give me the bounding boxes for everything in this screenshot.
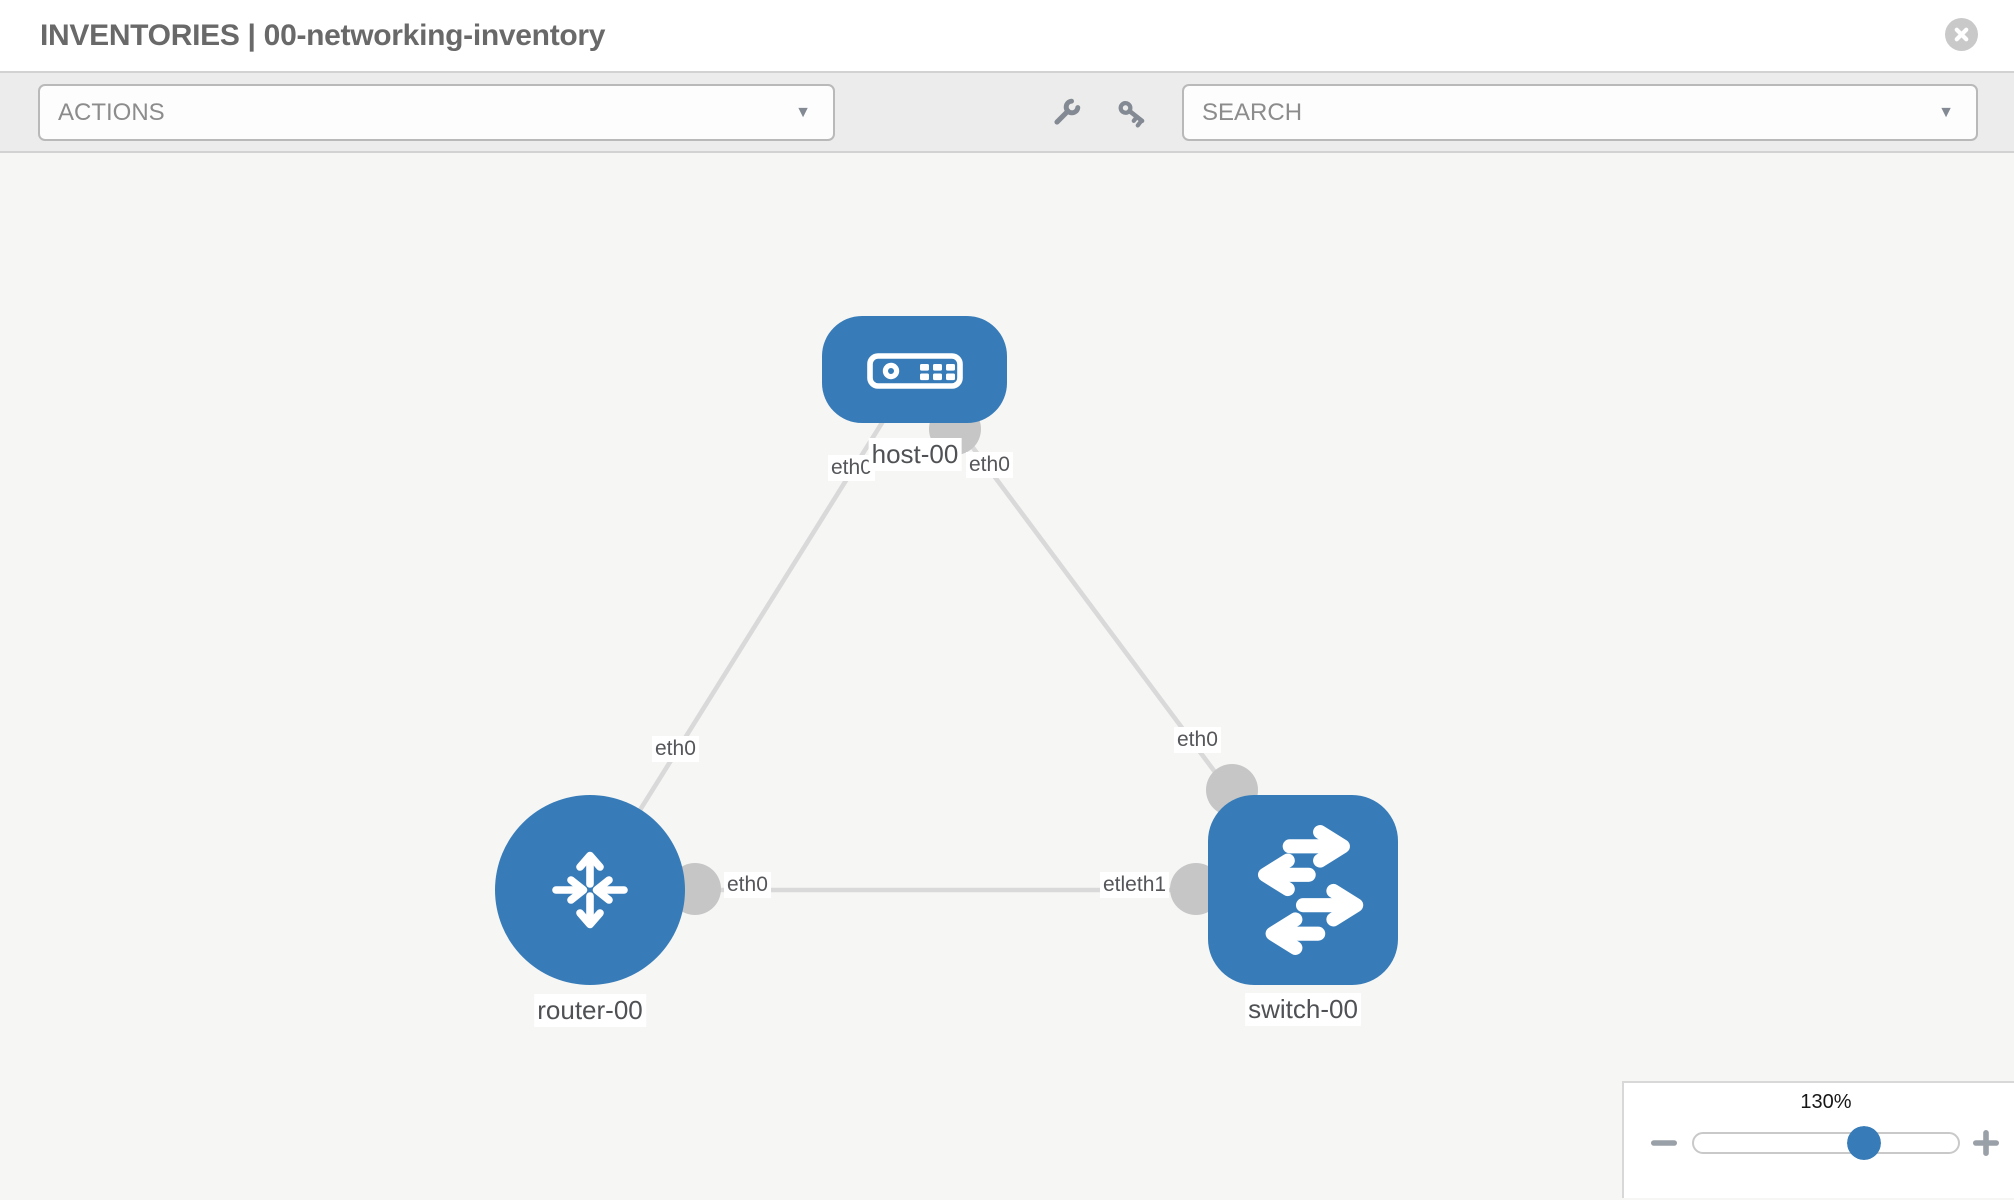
minus-icon xyxy=(1651,1140,1677,1146)
router-node-shape[interactable] xyxy=(495,795,685,985)
iface-label-host-left: eth0 xyxy=(828,455,875,481)
router-icon xyxy=(552,851,628,929)
iface-label-router-switch-right: etleth1 xyxy=(1100,872,1170,898)
chevron-down-icon: ▼ xyxy=(1938,103,1954,121)
iface-label-host-switch: eth0 xyxy=(1174,727,1221,753)
iface-label-router-switch-left: eth0 xyxy=(724,872,771,898)
node-host-00[interactable] xyxy=(822,316,1007,423)
switch-node-shape[interactable] xyxy=(1208,795,1398,985)
page-title: INVENTORIES | 00-networking-inventory xyxy=(40,19,606,52)
node-label-router-00: router-00 xyxy=(534,994,646,1027)
topology-svg xyxy=(495,316,1398,985)
zoom-out-button[interactable] xyxy=(1644,1123,1684,1163)
configure-button[interactable] xyxy=(1042,89,1090,137)
close-button[interactable] xyxy=(1945,18,1978,51)
plus-icon xyxy=(1973,1130,1999,1156)
search-dropdown[interactable]: SEARCH ▼ xyxy=(1182,84,1978,141)
node-label-switch-00: switch-00 xyxy=(1245,993,1361,1026)
zoom-panel: 130% xyxy=(1622,1081,2014,1198)
zoom-in-button[interactable] xyxy=(1966,1123,2006,1163)
iface-label-host-right: eth0 xyxy=(966,452,1013,478)
toolbar: ACTIONS ▼ SEARCH ▼ xyxy=(0,73,2014,153)
zoom-slider-track[interactable] xyxy=(1692,1132,1960,1154)
host-icon xyxy=(867,353,963,389)
wrench-icon xyxy=(1054,98,1081,125)
iface-label-host-router: eth0 xyxy=(652,736,699,762)
topology-canvas[interactable]: eth0 host-00 eth0 eth0 eth0 eth0 etleth1… xyxy=(0,153,2014,1198)
switch-icon xyxy=(1257,825,1364,955)
search-dropdown-label: SEARCH xyxy=(1202,98,1303,126)
close-icon xyxy=(1954,27,1969,42)
header-bar: INVENTORIES | 00-networking-inventory xyxy=(0,0,2014,73)
key-icon xyxy=(1118,100,1145,128)
host-node-shape[interactable] xyxy=(822,316,1007,423)
actions-dropdown-label: ACTIONS xyxy=(58,98,165,126)
key-button[interactable] xyxy=(1108,89,1156,137)
node-label-host-00: host-00 xyxy=(868,438,962,471)
node-switch-00[interactable] xyxy=(1208,795,1398,985)
actions-dropdown[interactable]: ACTIONS ▼ xyxy=(38,84,835,141)
node-router-00[interactable] xyxy=(495,795,685,985)
interface-dots xyxy=(669,403,1258,915)
zoom-level-value: 130% xyxy=(1800,1091,1852,1113)
zoom-slider-handle[interactable] xyxy=(1847,1126,1881,1160)
chevron-down-icon: ▼ xyxy=(795,103,811,121)
